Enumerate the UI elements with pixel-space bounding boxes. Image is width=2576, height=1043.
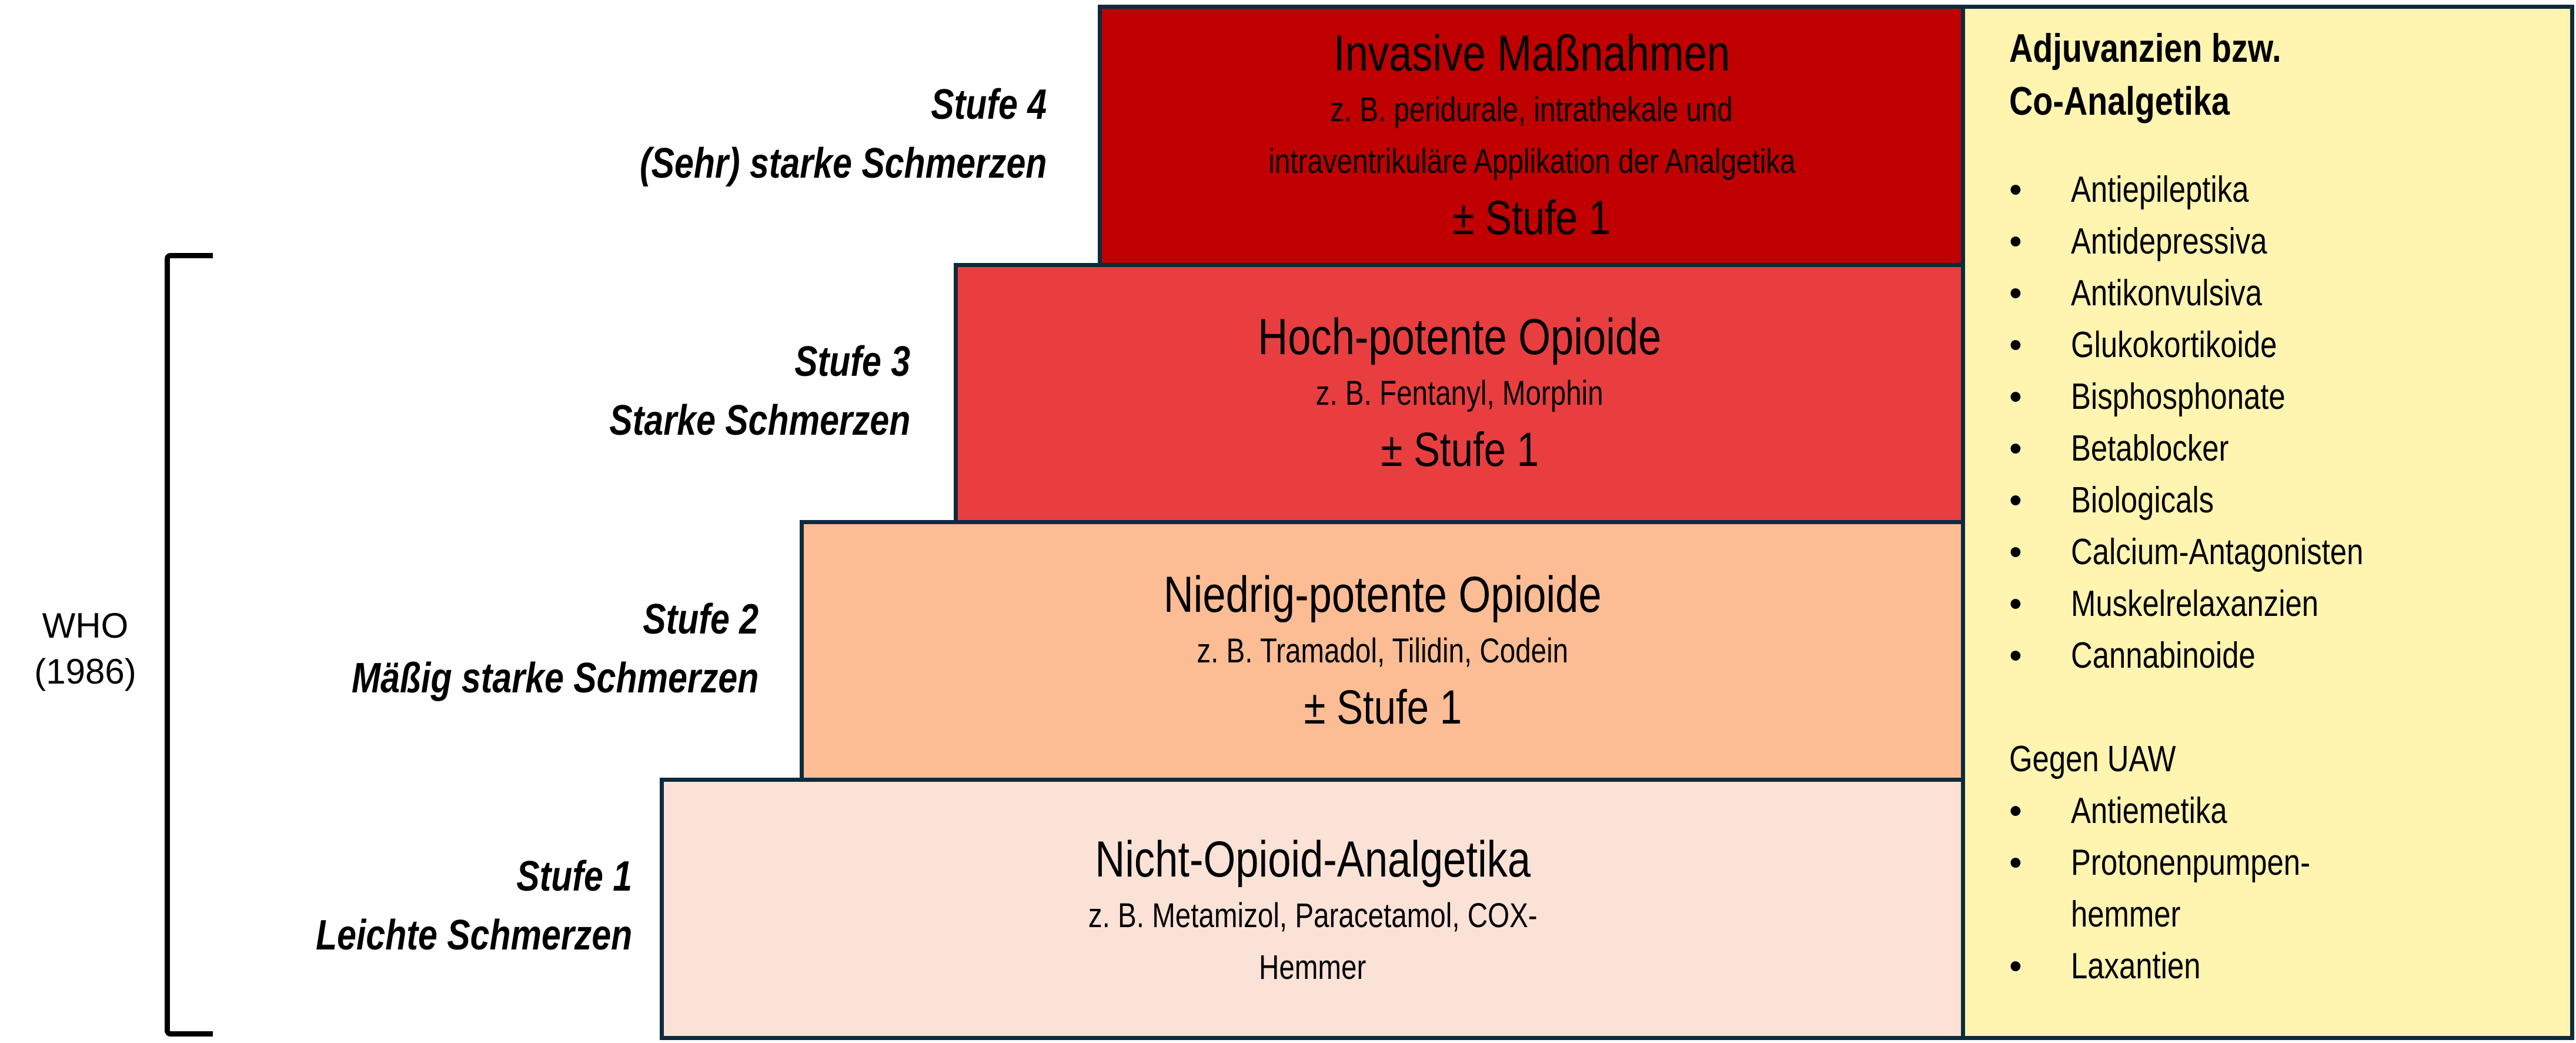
step-3-subtitle: z. B. Fentanyl, Morphin xyxy=(1315,374,1604,412)
list-item: •Antiepileptika xyxy=(2009,164,2570,216)
uaw-list: •Antiemetika •Protonenpumpen-hemmer •Lax… xyxy=(2009,785,2570,992)
uaw-section-title: Gegen UAW xyxy=(2009,739,2176,779)
step-1-subtitle-line1: z. B. Metamizol, Paracetamol, COX- xyxy=(1088,897,1538,935)
list-item: •Antikonvulsiva xyxy=(2009,268,2570,319)
step-2-box: Niedrig-potente Opioide z. B. Tramadol, … xyxy=(800,520,1966,782)
step-4-subtitle-line2: intraventrikuläre Applikation der Analge… xyxy=(1268,142,1796,181)
stage-label-1: Stufe 1 Leichte Schmerzen xyxy=(176,847,632,965)
bullet-icon: • xyxy=(2009,842,2022,883)
step-2-title: Niedrig-potente Opioide xyxy=(1164,566,1602,623)
stage-label-3: Stufe 3 Starke Schmerzen xyxy=(235,332,910,450)
bullet-icon: • xyxy=(2009,791,2022,831)
list-item: •Biologicals xyxy=(2009,475,2570,527)
bullet-icon: • xyxy=(2009,169,2022,210)
list-item: •Antidepressiva xyxy=(2009,216,2570,268)
adjuvants-list: •Antiepileptika •Antidepressiva •Antikon… xyxy=(2009,164,2570,682)
list-item: •Cannabinoide xyxy=(2009,630,2570,682)
who-label-line1: WHO xyxy=(42,606,129,645)
stage-3-description: Starke Schmerzen xyxy=(609,397,910,444)
list-item: •Calcium-Antagonisten xyxy=(2009,527,2570,578)
step-4-plus-step1: ± Stufe 1 xyxy=(1452,191,1611,245)
adjuvants-panel: Adjuvanzien bzw. Co-Analgetika •Antiepil… xyxy=(1961,5,2574,1040)
stage-label-4: Stufe 4 (Sehr) starke Schmerzen xyxy=(235,75,1047,193)
bullet-icon: • xyxy=(2009,376,2022,417)
step-1-box: Nicht-Opioid-Analgetika z. B. Metamizol,… xyxy=(660,778,1966,1040)
bullet-icon: • xyxy=(2009,584,2022,624)
stage-2-number: Stufe 2 xyxy=(643,596,759,643)
step-4-subtitle-line1: z. B. peridurale, intrathekale und xyxy=(1330,91,1733,129)
step-4-title: Invasive Maßnahmen xyxy=(1333,25,1730,82)
list-item: •Antiemetika xyxy=(2009,785,2570,837)
list-item: •Betablocker xyxy=(2009,423,2570,475)
list-item: •Glukokortikoide xyxy=(2009,319,2570,371)
step-1-subtitle-line2: Hemmer xyxy=(1259,948,1366,987)
bullet-icon: • xyxy=(2009,325,2022,365)
step-2-plus-step1: ± Stufe 1 xyxy=(1304,680,1462,734)
stage-label-2: Stufe 2 Mäßig starke Schmerzen xyxy=(176,590,759,708)
step-3-title: Hoch-potente Opioide xyxy=(1258,309,1662,365)
bullet-icon: • xyxy=(2009,532,2022,572)
stage-1-description: Leichte Schmerzen xyxy=(315,912,632,959)
adjuvants-title-line2: Co-Analgetika xyxy=(2009,79,2230,124)
bullet-icon: • xyxy=(2009,946,2022,987)
bullet-icon: • xyxy=(2009,221,2022,262)
adjuvants-title: Adjuvanzien bzw. Co-Analgetika xyxy=(2009,22,2570,128)
list-item: •Bisphosphonate xyxy=(2009,371,2570,423)
step-1-title: Nicht-Opioid-Analgetika xyxy=(1095,831,1531,888)
stage-4-description: (Sehr) starke Schmerzen xyxy=(639,140,1047,187)
who-label-year: (1986) xyxy=(34,652,136,691)
step-3-plus-step1: ± Stufe 1 xyxy=(1381,423,1539,476)
stage-1-number: Stufe 1 xyxy=(516,853,632,900)
list-item: •Muskelrelaxanzien xyxy=(2009,578,2570,630)
stage-4-number: Stufe 4 xyxy=(931,81,1047,128)
list-item: •Protonenpumpen-hemmer xyxy=(2009,837,2570,941)
bullet-icon: • xyxy=(2009,273,2022,314)
list-item: •Laxantien xyxy=(2009,941,2570,992)
bullet-icon: • xyxy=(2009,480,2022,521)
bullet-icon: • xyxy=(2009,428,2022,469)
who-label: WHO (1986) xyxy=(12,603,159,695)
step-3-box: Hoch-potente Opioide z. B. Fentanyl, Mor… xyxy=(954,263,1966,524)
step-2-subtitle: z. B. Tramadol, Tilidin, Codein xyxy=(1197,631,1569,670)
who-bracket xyxy=(165,253,213,1037)
adjuvants-title-line1: Adjuvanzien bzw. xyxy=(2009,26,2281,71)
step-4-box: Invasive Maßnahmen z. B. peridurale, int… xyxy=(1098,5,1966,267)
stage-2-description: Mäßig starke Schmerzen xyxy=(351,655,759,702)
stage-3-number: Stufe 3 xyxy=(794,338,910,385)
bullet-icon: • xyxy=(2009,635,2022,676)
